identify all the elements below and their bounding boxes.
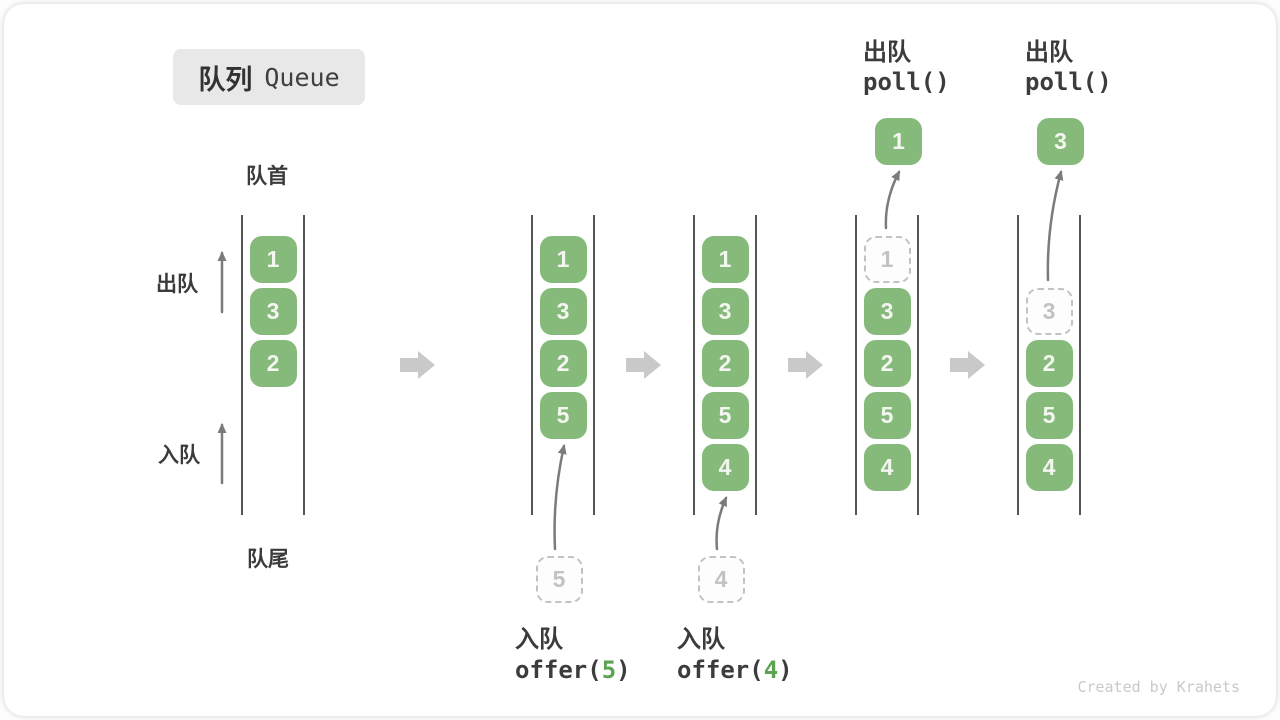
- poll-op-code: poll(): [1025, 68, 1112, 96]
- queue-item: 2: [1025, 340, 1073, 387]
- queue-right-wall: [1079, 215, 1081, 515]
- title-english: Queue: [264, 62, 340, 92]
- queue-item: 1: [249, 236, 297, 283]
- queue-right-wall: [917, 215, 919, 515]
- code-text: offer(: [515, 656, 602, 684]
- code-argument: 5: [601, 656, 617, 684]
- queue-item: 4: [701, 444, 749, 491]
- poll-arrow: [1046, 170, 1064, 282]
- queue-item: 4: [863, 444, 911, 491]
- enqueue-arrow: [715, 496, 728, 551]
- poll-arrow: [884, 170, 901, 230]
- queue-rear-label: 队尾: [247, 548, 289, 571]
- queue-item: 5: [701, 392, 749, 439]
- queue-left-wall: [241, 215, 243, 515]
- poll-op-label: 出队: [863, 39, 911, 66]
- queue-left-wall: [531, 215, 533, 515]
- enqueue-side-label: 入队: [158, 444, 200, 467]
- incoming-item-preview: 5: [535, 556, 583, 603]
- queue-item: 3: [701, 288, 749, 335]
- poll-op-code: poll(): [863, 68, 950, 96]
- title-chinese: 队列: [198, 64, 253, 95]
- queue-left-wall: [855, 215, 857, 515]
- code-text: offer(: [677, 656, 764, 684]
- removed-item-placeholder: 1: [863, 236, 911, 283]
- queue-item: 2: [701, 340, 749, 387]
- queue-left-wall: [1017, 215, 1019, 515]
- queue-item: 4: [1025, 444, 1073, 491]
- enqueue-op-label: 入队: [677, 626, 725, 653]
- queue-item: 3: [539, 288, 587, 335]
- enqueue-arrow: [553, 444, 567, 551]
- poll-op-label: 出队: [1025, 39, 1073, 66]
- state-transition-arrow: [400, 351, 435, 379]
- state-transition-arrow: [626, 351, 661, 379]
- arrow-overlay: [217, 170, 1064, 551]
- queue-item: 3: [863, 288, 911, 335]
- enqueue-op-label: 入队: [515, 626, 563, 653]
- queue-right-wall: [593, 215, 595, 515]
- state-transition-arrow: [788, 351, 823, 379]
- credit-watermark: Created by Krahets: [1077, 678, 1240, 696]
- state-transition-arrow: [950, 351, 985, 379]
- queue-item: 5: [1025, 392, 1073, 439]
- dequeue-side-label: 出队: [156, 273, 198, 296]
- title-badge: 队列 Queue: [173, 49, 365, 105]
- queue-left-wall: [693, 215, 695, 515]
- code-text: ): [616, 656, 631, 684]
- queue-item: 2: [249, 340, 297, 387]
- code-text: poll(): [863, 68, 950, 96]
- queue-item: 2: [539, 340, 587, 387]
- queue-item: 5: [863, 392, 911, 439]
- code-text: poll(): [1025, 68, 1112, 96]
- queue-item: 1: [539, 236, 587, 283]
- queue-item: 2: [863, 340, 911, 387]
- code-argument: 4: [763, 656, 779, 684]
- queue-item: 5: [539, 392, 587, 439]
- removed-item-placeholder: 3: [1025, 288, 1073, 335]
- incoming-item-preview: 4: [697, 556, 745, 603]
- polled-item: 3: [1037, 118, 1084, 165]
- enqueue-op-code: offer(4): [677, 656, 793, 684]
- polled-item: 1: [875, 118, 922, 165]
- queue-item: 1: [701, 236, 749, 283]
- queue-right-wall: [755, 215, 757, 515]
- queue-right-wall: [303, 215, 305, 515]
- queue-item: 3: [249, 288, 297, 335]
- code-text: ): [778, 656, 793, 684]
- queue-front-label: 队首: [246, 165, 288, 188]
- enqueue-op-code: offer(5): [515, 656, 631, 684]
